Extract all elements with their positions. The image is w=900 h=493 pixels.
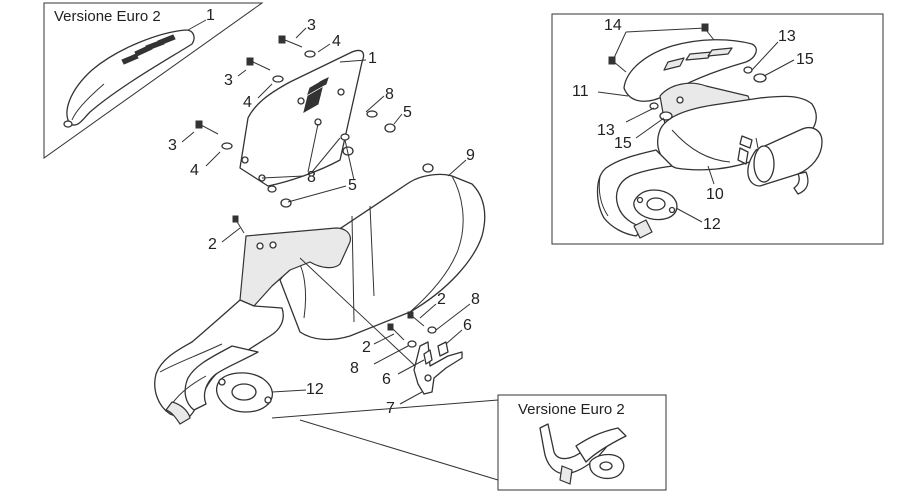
inset-top-left-caption: Versione Euro 2 — [54, 8, 161, 25]
euro2-header-pipe — [539, 423, 627, 485]
alt-screw-14-top — [701, 23, 715, 41]
callout-8: 8 — [385, 86, 394, 103]
muffler-assembly: 2 9 12 — [154, 147, 486, 425]
callout-2: 2 — [362, 339, 371, 356]
callout-3: 3 — [307, 17, 316, 34]
callout-4: 4 — [243, 94, 252, 111]
screw-3-low — [195, 120, 233, 150]
callout-15: 15 — [796, 51, 814, 68]
side-bracket — [413, 341, 463, 395]
heat-shield — [239, 49, 365, 187]
callout-8: 8 — [350, 360, 359, 377]
screw-2-upper — [407, 311, 425, 327]
callout-4: 4 — [190, 162, 199, 179]
callout-12: 12 — [306, 381, 324, 398]
mounting-bracket — [239, 227, 351, 307]
callout-10: 10 — [706, 186, 724, 203]
callout-12: 12 — [703, 216, 721, 233]
callout-11: 11 — [572, 83, 589, 100]
inset-bottom: Versione Euro 2 — [271, 394, 667, 491]
screw-3-mid — [246, 57, 284, 83]
callout-9: 9 — [466, 147, 475, 164]
inset-bottom-caption: Versione Euro 2 — [518, 401, 625, 418]
alt-exhaust-flange — [633, 189, 678, 221]
screw-3-top — [278, 35, 316, 58]
callout-3: 3 — [168, 137, 177, 154]
callout-13: 13 — [778, 28, 796, 45]
main-heat-shield-group: 3 4 1 3 4 8 5 3 4 8 5 — [168, 17, 412, 208]
euro2-heat-shield — [63, 29, 195, 128]
screw-2-lower — [387, 323, 405, 341]
callout-3: 3 — [224, 72, 233, 89]
callout-5: 5 — [403, 104, 412, 121]
alt-screw-14-left — [608, 56, 627, 73]
callout-2: 2 — [437, 291, 446, 308]
inset-top-right-frame — [551, 13, 884, 245]
callout-13: 13 — [597, 122, 615, 139]
callout-4: 4 — [332, 33, 341, 50]
callout-2: 2 — [208, 236, 217, 253]
inset-top-left: Versione Euro 2 1 — [43, 2, 264, 159]
callout-6: 6 — [382, 371, 391, 388]
callout-1-inset: 1 — [206, 7, 215, 24]
exhaust-flange — [215, 372, 273, 413]
callout-8: 8 — [307, 169, 316, 186]
inset-top-left-frame — [43, 2, 264, 159]
callout-5: 5 — [348, 177, 357, 194]
inset-top-right: 14 13 15 11 13 15 10 12 — [551, 13, 884, 245]
inset-bottom-frame — [497, 394, 667, 491]
callout-8: 8 — [471, 291, 480, 308]
muffler-body — [279, 173, 486, 341]
screw-2-bracket — [232, 215, 245, 234]
callout-14: 14 — [604, 17, 622, 34]
callout-1: 1 — [368, 50, 377, 67]
callout-15: 15 — [614, 135, 632, 152]
callout-6: 6 — [463, 317, 472, 334]
